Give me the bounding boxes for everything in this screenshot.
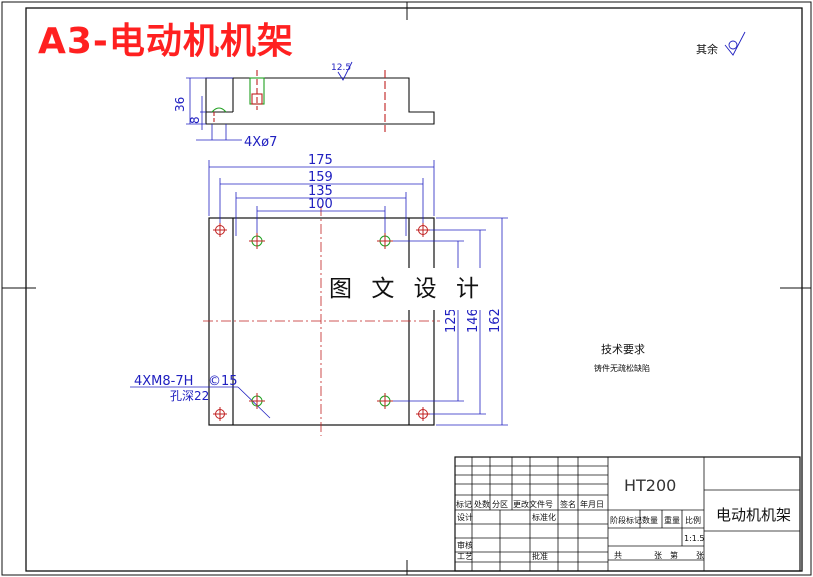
- tb-weight: 重量: [664, 515, 680, 525]
- dim-135: 135: [308, 184, 333, 199]
- plan-view: [208, 217, 435, 426]
- tb-scale-label: 比例: [685, 515, 701, 525]
- holes-label: 4Xø7: [244, 135, 277, 150]
- dim-125: 125: [444, 308, 459, 333]
- center-lines: [203, 206, 440, 436]
- drawing-title: A3-电动机机架: [38, 21, 294, 62]
- dim-100: 100: [308, 197, 333, 212]
- tb-approve: 批准: [532, 551, 548, 561]
- tb-header-date: 年月日: [580, 499, 604, 509]
- tb-standardize: 标准化: [532, 512, 556, 522]
- tb-stage-mark: 阶段标记: [610, 515, 642, 525]
- tb-sheet-suffix: 张: [696, 551, 704, 560]
- watermark-label: 图 文 设 计: [322, 268, 492, 310]
- hole-depth: 孔深22: [170, 389, 209, 403]
- tb-sheet-no: 第: [670, 550, 678, 560]
- dim-162: 162: [488, 308, 503, 333]
- tb-header-zone: 分区: [492, 500, 508, 509]
- thread-label: 4XM8-7H: [134, 374, 193, 389]
- thread-hole-3: [249, 393, 265, 409]
- side-view-dims: [186, 77, 242, 141]
- tb-sheet-total: 共: [614, 551, 622, 560]
- tech-notes-heading: 技术要求: [601, 343, 645, 356]
- tb-header-count: 处数: [474, 499, 490, 509]
- surface-roughness-value: 12.5: [331, 63, 351, 73]
- tb-quantity: 数量: [642, 515, 658, 525]
- thru-hole-4: [416, 407, 430, 421]
- part-name: 电动机机架: [716, 506, 791, 524]
- title-block-grid: [454, 456, 801, 572]
- tb-scale-value: 1:1.5: [684, 534, 705, 543]
- mounting-holes: [213, 223, 430, 421]
- surface-symbol: [337, 31, 746, 81]
- thread-hole-4: [377, 393, 393, 409]
- tb-header-doc: 更改文件号: [513, 499, 553, 509]
- others-surface-label: 其余: [696, 42, 718, 56]
- tb-sheet-label: 张: [654, 551, 662, 560]
- thru-hole-2: [416, 223, 430, 237]
- tb-process: 工艺: [457, 552, 473, 561]
- thru-hole-3: [213, 407, 227, 421]
- thread-hole-1: [249, 233, 265, 249]
- plan-view-dims: [130, 160, 508, 426]
- dim-height-36: 36: [173, 97, 187, 112]
- dim-175: 175: [308, 153, 333, 168]
- side-view: [205, 70, 435, 132]
- dim-depth-8: 8: [188, 116, 202, 124]
- tb-header-sign: 签名: [560, 499, 576, 509]
- dim-159: 159: [308, 170, 333, 185]
- tb-check: 审核: [457, 540, 473, 550]
- thru-hole-1: [213, 223, 227, 237]
- thread-depth: ©15: [208, 374, 238, 389]
- dim-146: 146: [466, 308, 481, 333]
- material-label: HT200: [624, 476, 676, 495]
- thread-hole-2: [377, 233, 393, 249]
- tech-notes-body: 铸件无疏松缺陷: [594, 363, 650, 373]
- tb-designer: 设计: [457, 512, 473, 522]
- tb-header-mark: 标记: [456, 499, 472, 509]
